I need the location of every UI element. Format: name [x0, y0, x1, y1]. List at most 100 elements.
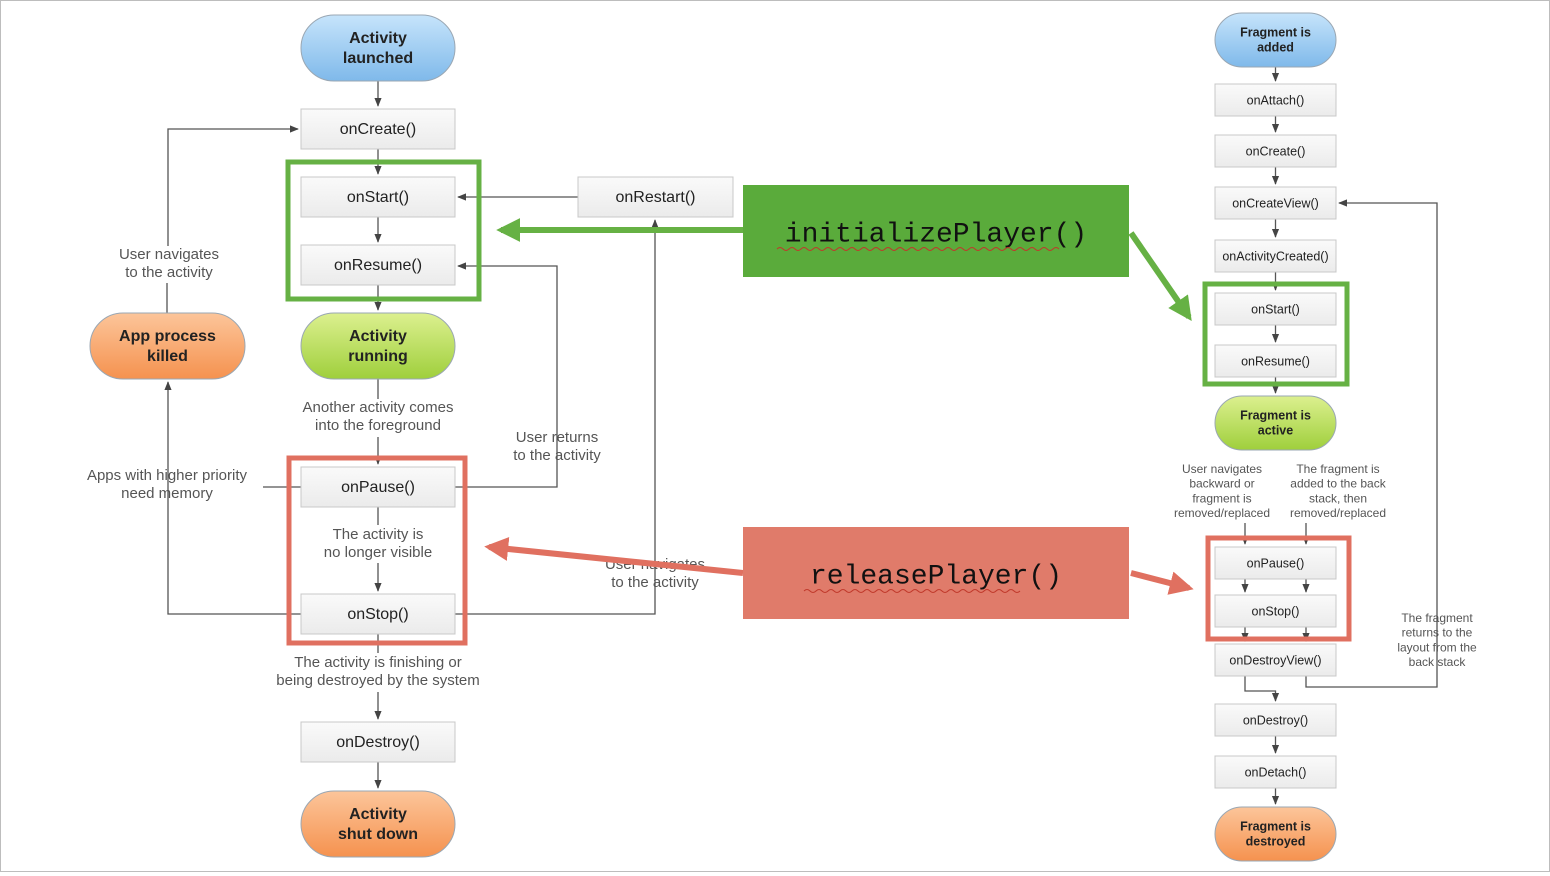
activity-ondestroy-node: onDestroy()	[300, 721, 456, 763]
activity-onresume-node-box	[300, 244, 456, 286]
fragment-destroyed-node-shape	[1214, 806, 1337, 862]
activity-onstop-node-box	[300, 593, 456, 635]
fragment-onactivitycreated-node-box	[1214, 239, 1337, 273]
fragment-oncreate-node: onCreate()	[1214, 134, 1337, 168]
release-player-callout	[743, 527, 1129, 619]
connector	[167, 125, 299, 246]
fragment-onstop-node-label: onStop()	[1252, 604, 1300, 618]
fragment-ondetach-node-label: onDetach()	[1245, 765, 1307, 779]
activity-onstart-node-box	[300, 176, 456, 218]
initialize-arrow-right	[1128, 231, 1192, 321]
activity-oncreate-node: onCreate()	[300, 108, 456, 150]
activity-onresume-node-label: onResume()	[334, 257, 422, 274]
fragment-onattach-node-label: onAttach()	[1247, 93, 1305, 107]
fragment-onstart-node-box	[1214, 292, 1337, 326]
fragment-ondetach-node: onDetach()	[1214, 755, 1337, 789]
release-arrow-left	[484, 537, 744, 576]
initialize-player-label: initializePlayer()	[785, 219, 1087, 250]
activity-ondestroy-node-label: onDestroy()	[336, 734, 420, 751]
fragment-onresume-node-label: onResume()	[1241, 354, 1310, 368]
fragment-ondestroy-node-label: onDestroy()	[1243, 713, 1308, 727]
activity-onpause-node-label: onPause()	[341, 479, 415, 496]
activity-onstop-node-label: onStop()	[347, 606, 408, 623]
fragment-onstart-node: onStart()	[1214, 292, 1337, 326]
fragment-active-node-shape	[1214, 395, 1337, 451]
activity-launched-node-shape	[300, 14, 456, 82]
activity-oncreate-node-box	[300, 108, 456, 150]
connector	[455, 219, 659, 615]
spellcheck-underline-2	[803, 589, 1021, 593]
fragment-onpause-node-label: onPause()	[1247, 556, 1305, 570]
activity-onrestart-node-label: onRestart()	[615, 189, 695, 206]
activity-onpause-node: onPause()	[300, 466, 456, 508]
fragment-oncreateview-node-label: onCreateView()	[1232, 196, 1319, 210]
activity-shutdown-node-shape	[300, 790, 456, 858]
fragment-onstart-node-label: onStart()	[1251, 302, 1300, 316]
spellcheck-underline	[776, 247, 1060, 251]
connector	[1244, 676, 1280, 702]
initialize-player-callout	[743, 185, 1129, 277]
connector	[164, 381, 301, 615]
app-process-killed-node-shape	[89, 312, 246, 380]
activity-onresume-node: onResume()	[300, 244, 456, 286]
fragment-ondestroy-node-box	[1214, 703, 1337, 737]
fragment-onattach-node: onAttach()	[1214, 83, 1337, 117]
activity-onrestart-node-box	[577, 176, 734, 218]
fragment-onactivitycreated-node-label: onActivityCreated()	[1222, 249, 1328, 263]
fragment-ondestroyview-node-box	[1214, 643, 1337, 677]
fragment-onpause-node-box	[1214, 546, 1337, 580]
activity-running-node-shape	[300, 312, 456, 380]
activity-onpause-node-box	[300, 466, 456, 508]
activity-ondestroy-node-box	[300, 721, 456, 763]
fragment-onstop-node: onStop()	[1214, 594, 1337, 628]
activity-onstart-node: onStart()	[300, 176, 456, 218]
fragment-ondestroyview-node: onDestroyView()	[1214, 643, 1337, 677]
fragment-onresume-node: onResume()	[1214, 344, 1337, 378]
connector	[1305, 199, 1438, 688]
activity-onstop-node: onStop()	[300, 593, 456, 635]
fragment-ondestroyview-node-label: onDestroyView()	[1229, 653, 1321, 667]
fragment-ondestroy-node: onDestroy()	[1214, 703, 1337, 737]
activity-oncreate-node-label: onCreate()	[340, 121, 416, 138]
fragment-oncreateview-node: onCreateView()	[1214, 186, 1337, 220]
fragment-ondetach-node-box	[1214, 755, 1337, 789]
fragment-oncreate-node-label: onCreate()	[1246, 144, 1306, 158]
fragment-onactivitycreated-node: onActivityCreated()	[1214, 239, 1337, 273]
connector	[455, 262, 558, 488]
activity-pause-stop-highlight	[286, 455, 468, 646]
activity-onstart-node-label: onStart()	[347, 189, 409, 206]
fragment-added-node-shape	[1214, 12, 1337, 68]
fragment-start-resume-highlight	[1202, 281, 1350, 387]
fragment-onpause-node: onPause()	[1214, 546, 1337, 580]
fragment-pause-stop-highlight	[1205, 535, 1352, 642]
fragment-onattach-node-box	[1214, 83, 1337, 117]
fragment-oncreate-node-box	[1214, 134, 1337, 168]
highlight-overlays: initializePlayer()releasePlayer()	[285, 159, 1352, 646]
activity-onrestart-node: onRestart()	[577, 176, 734, 218]
fragment-onresume-node-box	[1214, 344, 1337, 378]
